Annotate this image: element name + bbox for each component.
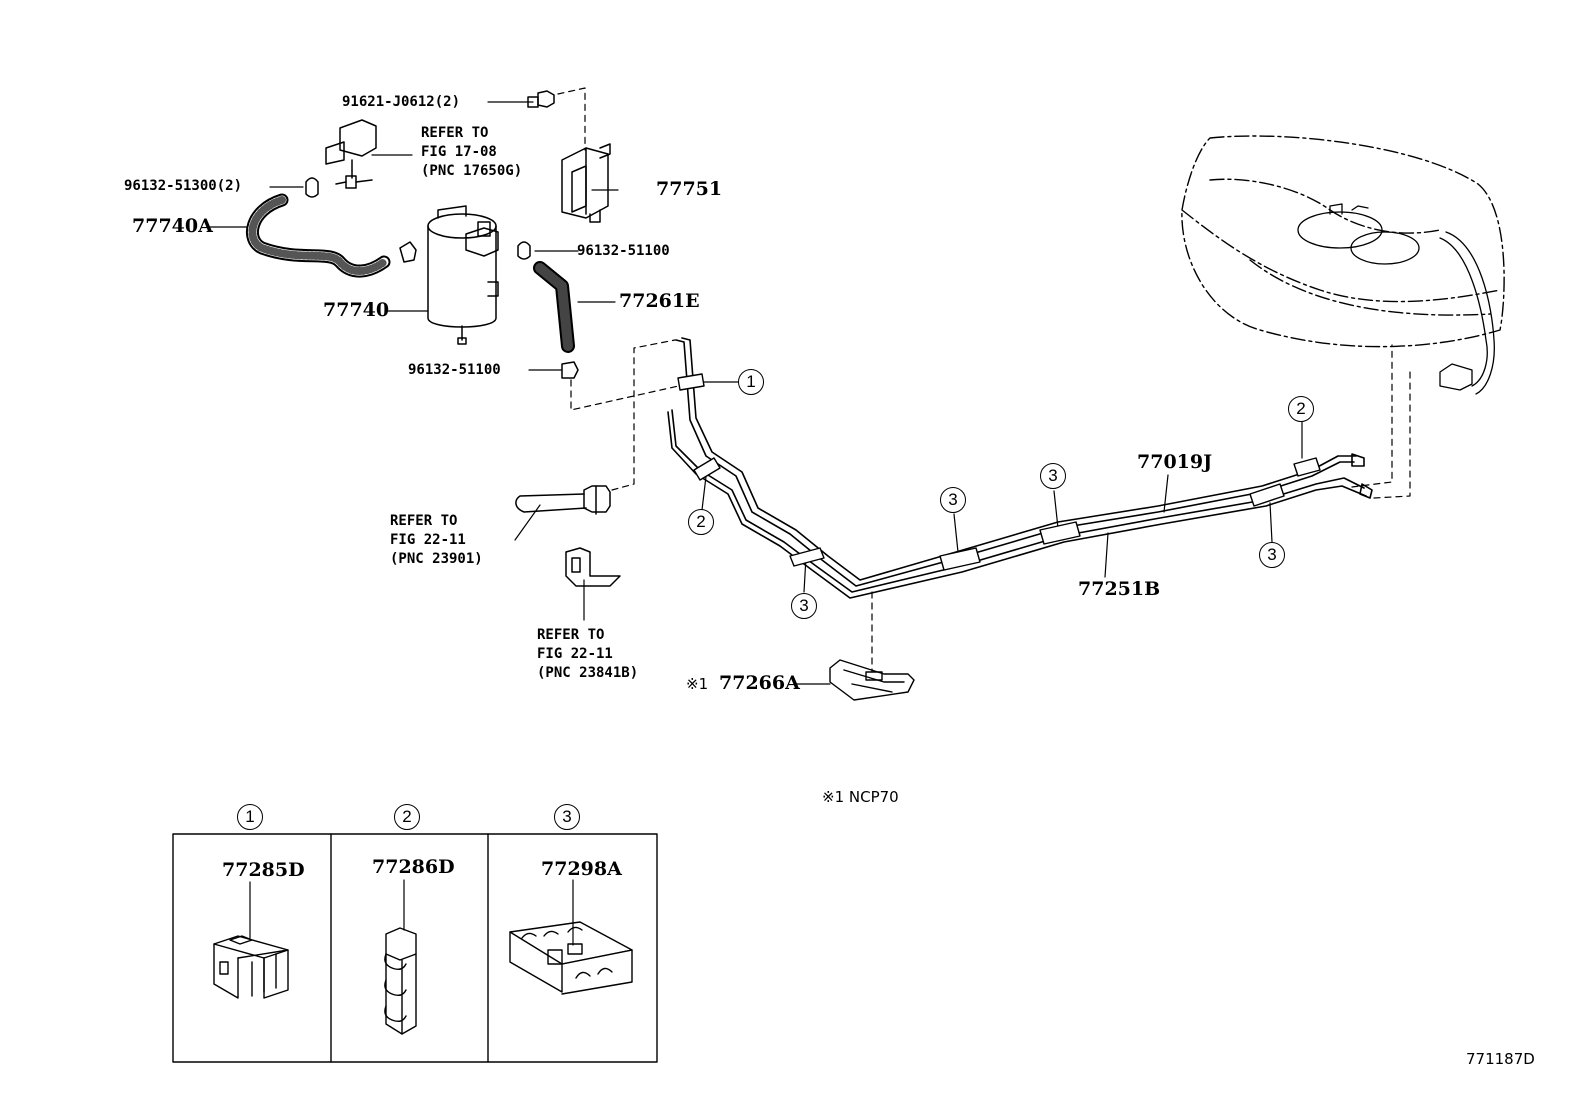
callout-2[interactable]: 2 — [688, 509, 714, 535]
clamp-77298a-drawing — [509, 921, 633, 995]
tank-pump — [1297, 203, 1420, 265]
tube-clamps — [677, 373, 1321, 571]
callout-3[interactable]: 3 — [1040, 463, 1066, 489]
clamp-small — [305, 177, 319, 198]
reference-line: REFER TO — [537, 627, 605, 643]
bracket-77751 — [561, 143, 611, 223]
protector-mark: ※1 — [686, 675, 709, 693]
part-label-canister[interactable]: 77740 — [323, 299, 390, 321]
clamp-small — [517, 241, 531, 260]
reference-line: REFER TO — [421, 125, 489, 141]
part-label-clamp-1[interactable]: 77285D — [222, 859, 305, 881]
part-label-bolt[interactable]: 91621-J0612(2) — [342, 94, 461, 110]
callout-3[interactable]: 3 — [554, 804, 580, 830]
reference-line: FIG 22-11 — [537, 646, 613, 662]
part-label-bracket[interactable]: 77751 — [656, 178, 723, 200]
part-label-clamp-3[interactable]: 77298A — [541, 858, 622, 880]
vent-hose — [515, 485, 611, 515]
vsv-valve — [325, 119, 377, 189]
callout-1[interactable]: 1 — [738, 369, 764, 395]
part-label-clamp-upper[interactable]: 96132-51100 — [577, 243, 670, 259]
leader-lines — [206, 101, 1303, 946]
callout-2[interactable]: 2 — [1288, 396, 1314, 422]
part-label-clamp-2[interactable]: 77286D — [372, 856, 455, 878]
filler-pipe — [1439, 231, 1495, 395]
reference-line: (PNC 17650G) — [421, 163, 523, 179]
reference-line: (PNC 23841B) — [537, 665, 639, 681]
reference-clip[interactable]: REFER TO FIG 22-11 (PNC 23841B) — [537, 626, 638, 683]
callout-3[interactable]: 3 — [940, 487, 966, 513]
clip-part — [565, 547, 621, 587]
part-label-protector[interactable]: 77266A — [719, 672, 800, 694]
reference-line: FIG 17-08 — [421, 144, 497, 160]
callout-2[interactable]: 2 — [394, 804, 420, 830]
part-label-clamp-lower[interactable]: 96132-51100 — [408, 362, 501, 378]
clamp-small — [399, 241, 417, 263]
reference-line: (PNC 23901) — [390, 551, 483, 567]
part-label-clamp-vsv[interactable]: 96132-51300(2) — [124, 178, 243, 194]
fuel-tubes — [667, 337, 1373, 599]
bolt — [527, 90, 555, 108]
clamp-77286d-drawing — [384, 927, 417, 1035]
hose-77740a — [245, 193, 391, 278]
clamp-detail-boxes — [172, 833, 658, 1063]
callout-3[interactable]: 3 — [791, 593, 817, 619]
part-label-hose-e[interactable]: 77261E — [619, 290, 700, 312]
canister-77740 — [427, 205, 499, 345]
reference-hose[interactable]: REFER TO FIG 22-11 (PNC 23901) — [390, 512, 483, 569]
reference-line: REFER TO — [390, 513, 458, 529]
reference-vsv[interactable]: REFER TO FIG 17-08 (PNC 17650G) — [421, 124, 522, 181]
callout-3[interactable]: 3 — [1259, 542, 1285, 568]
part-label-tube-b[interactable]: 77251B — [1078, 578, 1161, 600]
model-note: ※1 NCP70 — [822, 788, 899, 806]
callout-1[interactable]: 1 — [237, 804, 263, 830]
hose-77261e — [533, 261, 575, 353]
part-label-hose-a[interactable]: 77740A — [132, 215, 213, 237]
protector-77266a — [829, 659, 915, 701]
figure-id: 771187D — [1466, 1050, 1535, 1068]
clamp-small — [561, 361, 579, 379]
part-label-tube-j[interactable]: 77019J — [1137, 451, 1213, 473]
reference-line: FIG 22-11 — [390, 532, 466, 548]
fuel-tank — [1181, 135, 1505, 348]
clamp-77285d-drawing — [213, 935, 289, 999]
